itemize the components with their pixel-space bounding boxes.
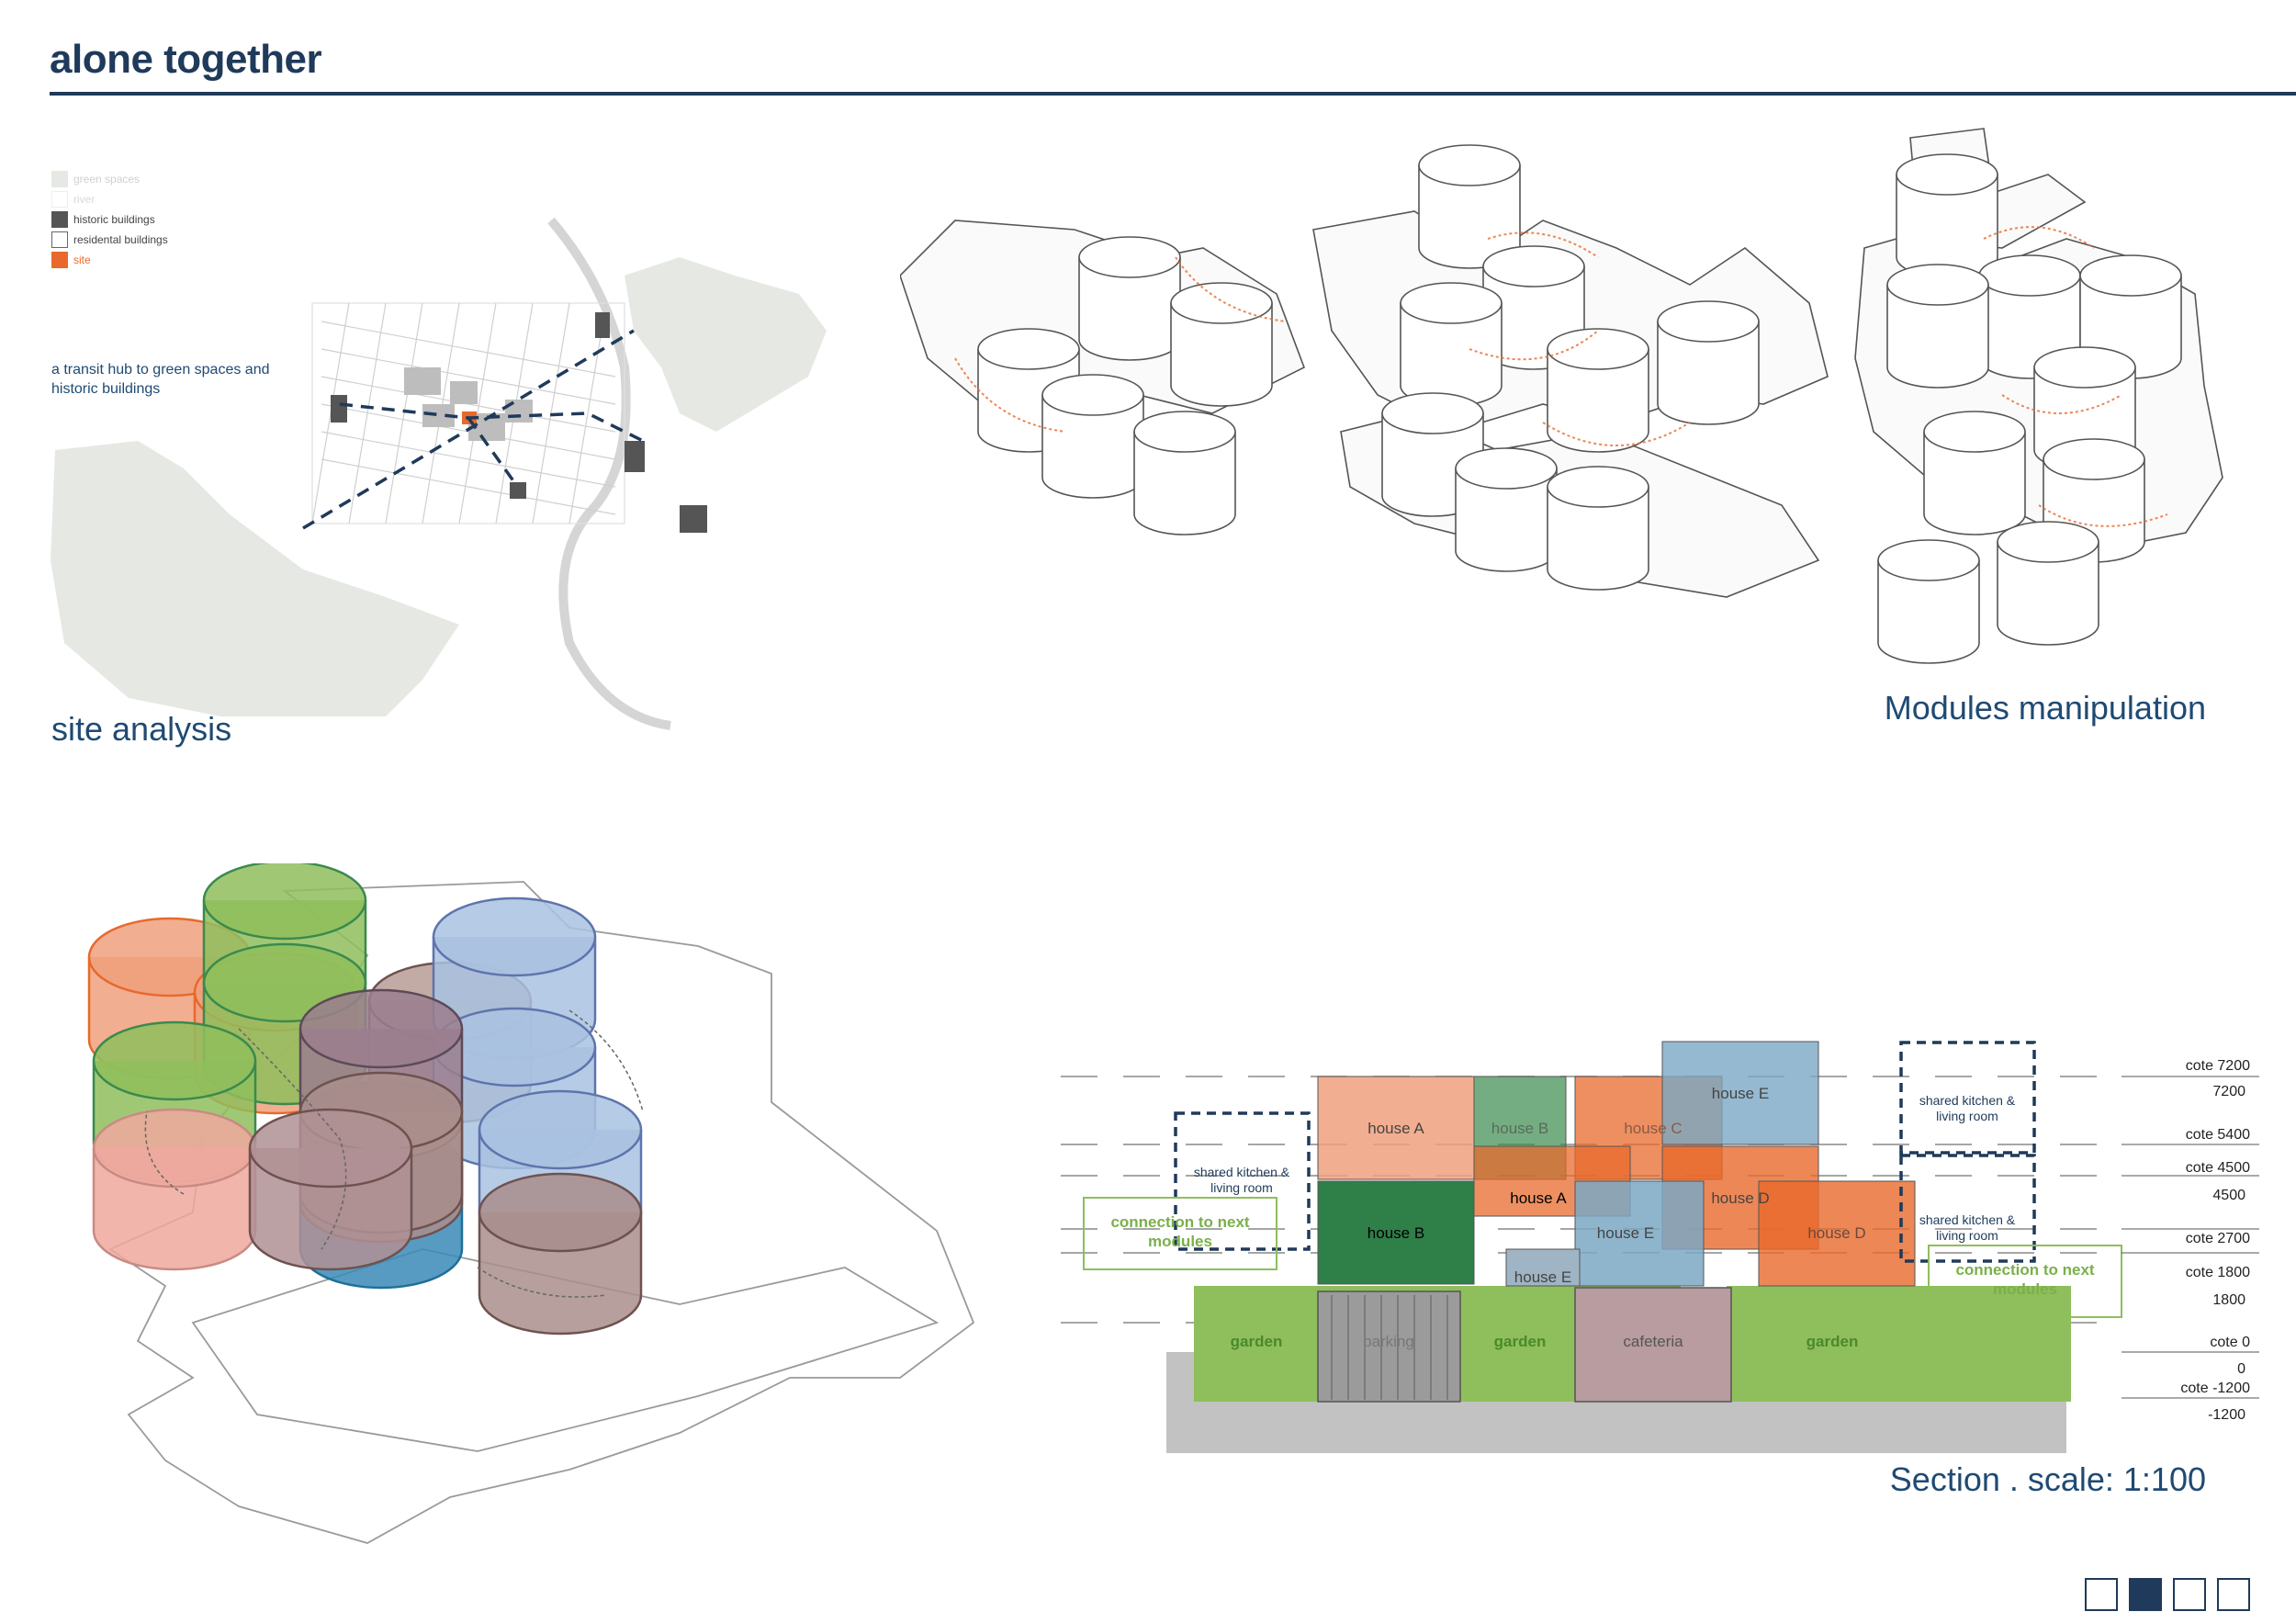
page-button-4[interactable]	[2217, 1578, 2250, 1611]
pager	[2085, 1578, 2250, 1611]
level-value: 1800	[2212, 1292, 2245, 1308]
level-cote: cote 5400	[2186, 1127, 2250, 1143]
garden-block	[1727, 1286, 2071, 1402]
parking-block	[1317, 1291, 1461, 1403]
section-drawing: house A house B house C house E house A …	[1061, 1041, 2259, 1453]
section-label-house-e: house E	[1597, 1224, 1654, 1242]
colored-axonometric	[87, 863, 975, 1544]
legend-swatch	[51, 252, 68, 268]
section-label-house-e: house E	[1514, 1268, 1571, 1286]
section-caption: Section . scale: 1:100	[1889, 1460, 2206, 1498]
section-label-house-d: house D	[1711, 1189, 1769, 1207]
section-label-garden: garden	[1806, 1333, 1859, 1350]
site-note: a transit hub to green spaces and histor…	[51, 362, 270, 397]
site-map	[51, 217, 827, 730]
section-label-parking: parking	[1363, 1333, 1414, 1350]
level-value: 7200	[2212, 1084, 2245, 1099]
level-value: -1200	[2208, 1407, 2245, 1423]
section-label-garden: garden	[1494, 1333, 1547, 1350]
legend-item: river	[51, 189, 168, 209]
section-label-house-e: house E	[1712, 1085, 1769, 1102]
legend-swatch	[51, 211, 68, 228]
cafeteria-block	[1574, 1287, 1732, 1403]
modules-manipulation-caption: Modules manipulation	[1884, 689, 2206, 727]
level-cote: cote 7200	[2186, 1058, 2250, 1074]
legend-label: historic buildings	[73, 213, 155, 226]
section-label-house-d: house D	[1807, 1224, 1865, 1242]
modules-axonometric	[900, 128, 2223, 664]
page-button-2[interactable]	[2129, 1578, 2162, 1611]
legend-label: river	[73, 193, 96, 206]
section-label-house-a: house A	[1367, 1120, 1424, 1137]
section-label-connection: connection to next modules	[1110, 1213, 1250, 1250]
legend-item: site	[51, 250, 168, 270]
section-label-house-b: house B	[1491, 1120, 1548, 1137]
legend-swatch	[51, 191, 68, 208]
site-legend: green spaces river historic buildings re…	[51, 169, 168, 270]
legend-label: green spaces	[73, 173, 141, 186]
legend-swatch	[51, 231, 68, 248]
legend-swatch	[51, 171, 68, 187]
section-label-shared-kitchen: shared kitchen & living room	[1919, 1093, 2016, 1123]
level-value: 0	[2237, 1361, 2245, 1377]
section-label-connection: connection to next modules	[1955, 1261, 2095, 1298]
section-label-house-b: house B	[1367, 1224, 1424, 1242]
level-cote: cote 1800	[2186, 1265, 2250, 1280]
section-label-shared-kitchen: shared kitchen & living room	[1919, 1212, 2016, 1243]
section-label-shared-kitchen: shared kitchen & living room	[1193, 1165, 1290, 1195]
legend-label: site	[73, 254, 91, 266]
section-label-garden: garden	[1231, 1333, 1283, 1350]
level-cote: cote 2700	[2186, 1231, 2250, 1246]
page-title: alone together	[50, 37, 322, 82]
page-button-3[interactable]	[2173, 1578, 2206, 1611]
section-label-cafeteria: cafeteria	[1623, 1333, 1683, 1350]
level-cote: cote 0	[2210, 1335, 2250, 1350]
legend-item: green spaces	[51, 169, 168, 189]
level-cote: cote -1200	[2180, 1381, 2250, 1396]
legend-label: residental buildings	[73, 233, 168, 246]
section-label-house-a: house A	[1510, 1189, 1567, 1207]
section-label-house-c: house C	[1624, 1120, 1682, 1137]
level-value: 4500	[2212, 1188, 2245, 1203]
level-cote: cote 4500	[2186, 1160, 2250, 1176]
legend-item: residental buildings	[51, 230, 168, 250]
title-rule	[50, 92, 2296, 96]
page-button-1[interactable]	[2085, 1578, 2118, 1611]
legend-item: historic buildings	[51, 209, 168, 230]
site-analysis-caption: site analysis	[51, 710, 232, 748]
